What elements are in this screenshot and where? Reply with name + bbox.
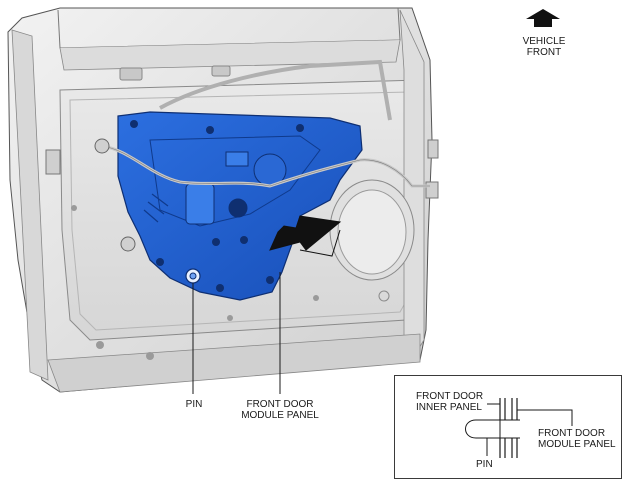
- module-panel-callout-line1: FRONT DOOR: [246, 399, 314, 410]
- grommet: [94, 138, 110, 154]
- vehicle-front-line1: VEHICLE: [522, 36, 566, 47]
- inset-module-panel-label: FRONT DOOR MODULE PANEL: [538, 428, 616, 450]
- inset-module-panel-line1: FRONT DOOR: [538, 428, 606, 439]
- front-door-module-panel: [117, 111, 363, 301]
- up-arrow-icon: [526, 9, 560, 27]
- inset-pin-label: PIN: [476, 459, 493, 470]
- speaker: [329, 179, 415, 281]
- inset-inner-panel-line2: INNER PANEL: [416, 402, 482, 413]
- pin-location: [185, 268, 201, 284]
- detail-inset-drawing: [465, 398, 573, 458]
- grommet: [120, 236, 136, 252]
- detail-inset-box: [394, 375, 622, 479]
- module-panel-callout-line2: MODULE PANEL: [241, 410, 319, 421]
- regulator-cable: [159, 59, 392, 121]
- module-panel-callout: FRONT DOOR MODULE PANEL: [232, 399, 328, 421]
- pin-callout: PIN: [185, 399, 203, 410]
- inset-inner-panel-line1: FRONT DOOR: [416, 391, 484, 402]
- vehicle-front-label: VEHICLE FRONT: [513, 36, 575, 58]
- removal-direction-arrow: [269, 215, 342, 251]
- inset-inner-panel-label: FRONT DOOR INNER PANEL: [416, 391, 483, 413]
- inset-module-panel-line2: MODULE PANEL: [538, 439, 616, 450]
- vehicle-front-line2: FRONT: [526, 47, 562, 58]
